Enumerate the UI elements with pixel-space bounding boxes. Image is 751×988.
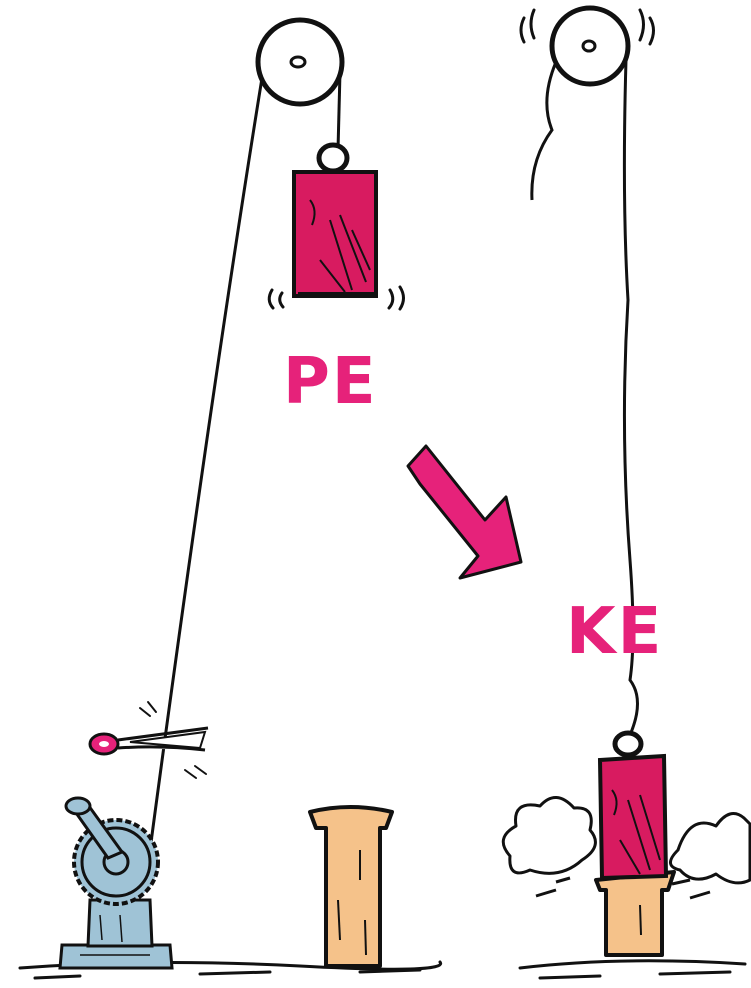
post-right: [594, 870, 676, 957]
weight-fallen: [597, 730, 669, 881]
dust-cloud-left: [501, 796, 597, 898]
rope-left: [148, 77, 264, 851]
motion-marks-weight: [267, 285, 405, 311]
dust-cloud-right: [669, 812, 751, 900]
right-scene: KE: [501, 5, 751, 980]
left-scene: PE: [18, 17, 523, 980]
weight-raised: [292, 142, 378, 298]
rope-right: [622, 59, 639, 736]
conversion-arrow: [406, 444, 523, 580]
ground-right: [518, 959, 747, 980]
rope-to-weight: [336, 71, 342, 151]
winch-icon: [58, 796, 174, 970]
ke-label: KE: [566, 595, 663, 669]
rope-cut-end: [530, 61, 558, 201]
post-left: [308, 805, 394, 968]
pe-label: PE: [283, 345, 378, 419]
scissors-icon: [88, 701, 209, 779]
pulley-right: [519, 5, 655, 87]
pulley-left: [255, 17, 345, 107]
